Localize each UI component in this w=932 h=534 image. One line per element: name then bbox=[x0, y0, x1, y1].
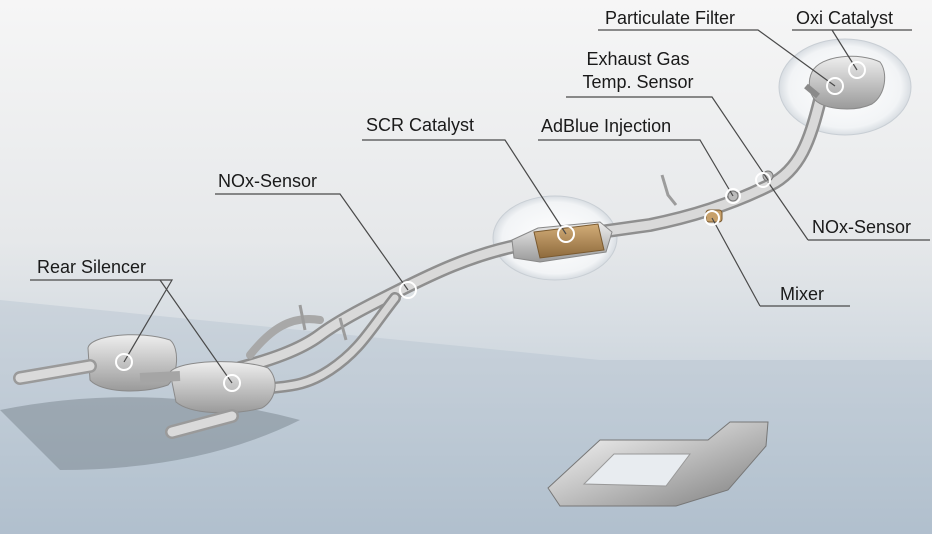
marker-mixer bbox=[704, 210, 720, 226]
label-oxi-catalyst: Oxi Catalyst bbox=[796, 8, 894, 28]
marker-rear-silencer-left bbox=[115, 353, 133, 371]
label-nox-sensor-front: NOx-Sensor bbox=[218, 171, 318, 191]
leader-rear-silencer bbox=[30, 279, 233, 384]
marker-oxi-catalyst bbox=[848, 61, 866, 79]
tailpipe-left-shine bbox=[15, 361, 95, 383]
label-mixer: Mixer bbox=[780, 284, 824, 304]
marker-rear-silencer-right bbox=[223, 374, 241, 392]
exhaust-pipe bbox=[235, 95, 825, 373]
label-exhaust-gas-line2: Temp. Sensor bbox=[582, 72, 694, 92]
leader-nox-sensor-rear bbox=[767, 181, 930, 241]
metal-trim-opening bbox=[582, 453, 691, 487]
label-rear-silencer: Rear Silencer bbox=[37, 257, 147, 277]
hanger-bracket bbox=[298, 304, 348, 341]
marker-nox-sensor-rear bbox=[755, 172, 771, 188]
label-exhaust-gas-temp-sensor: Exhaust Gas Temp. Sensor bbox=[570, 49, 706, 92]
tailpipe-right-shine bbox=[167, 411, 237, 437]
callout-markers bbox=[115, 61, 866, 392]
exhaust-pipe-loop bbox=[246, 315, 324, 359]
label-particulate-filter: Particulate Filter bbox=[605, 8, 736, 28]
leader-exhaust-gas-temp-sensor bbox=[566, 96, 769, 181]
marker-scr-catalyst bbox=[557, 225, 575, 243]
leader-scr-catalyst bbox=[362, 139, 567, 235]
oxi-catalyst-housing bbox=[808, 55, 886, 110]
exhaust-pipe-branch bbox=[256, 294, 399, 394]
marker-adblue-injection bbox=[725, 188, 741, 204]
label-exhaust-gas-line1: Exhaust Gas bbox=[586, 49, 690, 69]
filter-inlet bbox=[804, 83, 820, 99]
silencer-connector bbox=[139, 371, 181, 383]
rear-silencer-right bbox=[169, 361, 276, 414]
marker-particulate-filter bbox=[826, 77, 844, 95]
label-scr-catalyst: SCR Catalyst bbox=[366, 115, 475, 135]
marker-nox-sensor-front bbox=[399, 281, 417, 299]
leader-particulate-filter bbox=[598, 29, 836, 87]
leader-mixer bbox=[711, 217, 850, 307]
label-nox-sensor-rear: NOx-Sensor bbox=[812, 217, 912, 237]
leader-lines bbox=[30, 29, 930, 384]
label-adblue-injection: AdBlue Injection bbox=[541, 116, 672, 136]
leader-nox-sensor-front bbox=[215, 193, 409, 291]
hanger-bracket bbox=[660, 174, 678, 206]
leader-adblue-injection bbox=[538, 139, 734, 197]
